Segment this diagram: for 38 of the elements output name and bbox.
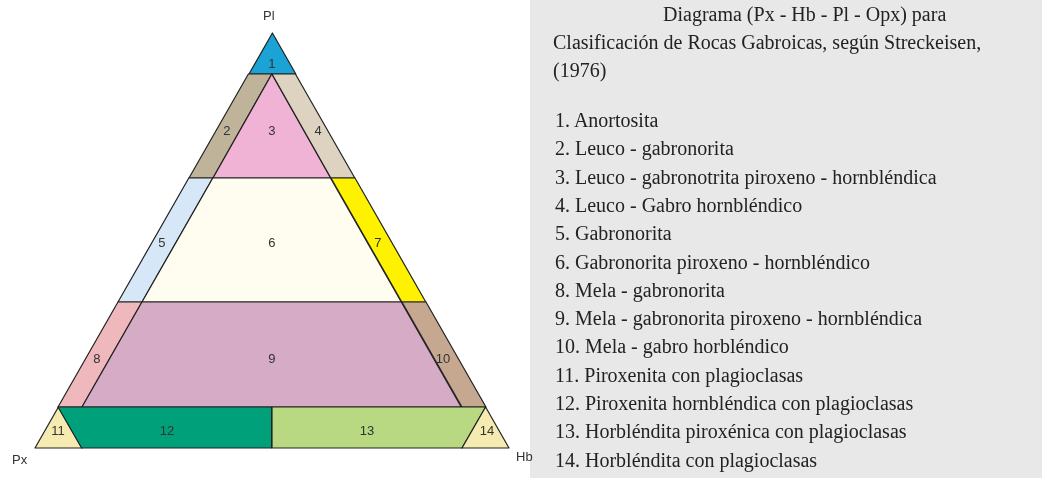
field-number: 6 bbox=[268, 234, 276, 250]
field-number: 3 bbox=[268, 122, 276, 138]
legend-item: 8. Mela - gabronorita bbox=[555, 277, 725, 302]
vertex-label: Pl bbox=[263, 8, 275, 23]
classification-field bbox=[462, 407, 509, 448]
legend-item: 1. Anortosita bbox=[555, 108, 659, 132]
classification-field bbox=[142, 178, 402, 302]
classification-field bbox=[118, 178, 214, 302]
field-number: 4 bbox=[314, 122, 322, 138]
legend-item: 13. Horbléndita piroxénica con plagioclasas bbox=[555, 419, 907, 444]
field-number: 2 bbox=[223, 122, 231, 138]
legend-item: 5. Gabronorita bbox=[555, 221, 672, 246]
field-number: 8 bbox=[93, 350, 101, 366]
field-number: 14 bbox=[479, 422, 495, 438]
classification-field bbox=[330, 178, 426, 302]
vertex-label: Px bbox=[12, 452, 28, 467]
legend-item: 11. Piroxenita con plagioclasas bbox=[555, 362, 804, 387]
legend-item: 4. Leuco - Gabro hornbléndico bbox=[555, 192, 803, 217]
classification-field bbox=[401, 302, 486, 407]
classification-field bbox=[58, 302, 143, 407]
field-number: 1 bbox=[268, 55, 276, 71]
legend-item: 10. Mela - gabro horbléndico bbox=[555, 334, 789, 359]
legend-item: 2. Leuco - gabronorita bbox=[555, 136, 734, 161]
field-number: 9 bbox=[268, 350, 276, 366]
legend-item: 3. Leuco - gabronotrita piroxeno - hornbléndica bbox=[555, 164, 937, 189]
vertex-label: Hb bbox=[516, 449, 533, 464]
legend-item: 9. Mela - gabronorita piroxeno - hornbléndica bbox=[555, 306, 923, 331]
field-number: 13 bbox=[359, 422, 375, 438]
classification-field bbox=[82, 302, 462, 407]
panel-title: Diagrama (Px - Hb - Pl - Opx) para Clasificación de Rocas Gabroicas, según Streckeisen, (1976) bbox=[553, 2, 983, 84]
field-number: 5 bbox=[158, 234, 166, 250]
field-number: 12 bbox=[159, 422, 175, 438]
field-number: 10 bbox=[435, 350, 451, 366]
legend-item: 6. Gabronorita piroxeno - hornbléndico bbox=[555, 249, 870, 274]
legend-item: 14. Horbléndita con plagioclasas bbox=[555, 447, 818, 472]
legend-item: 12. Piroxenita hornbléndica con plagioclasas bbox=[555, 391, 914, 415]
field-number: 11 bbox=[51, 422, 65, 438]
field-number: 7 bbox=[374, 234, 382, 250]
